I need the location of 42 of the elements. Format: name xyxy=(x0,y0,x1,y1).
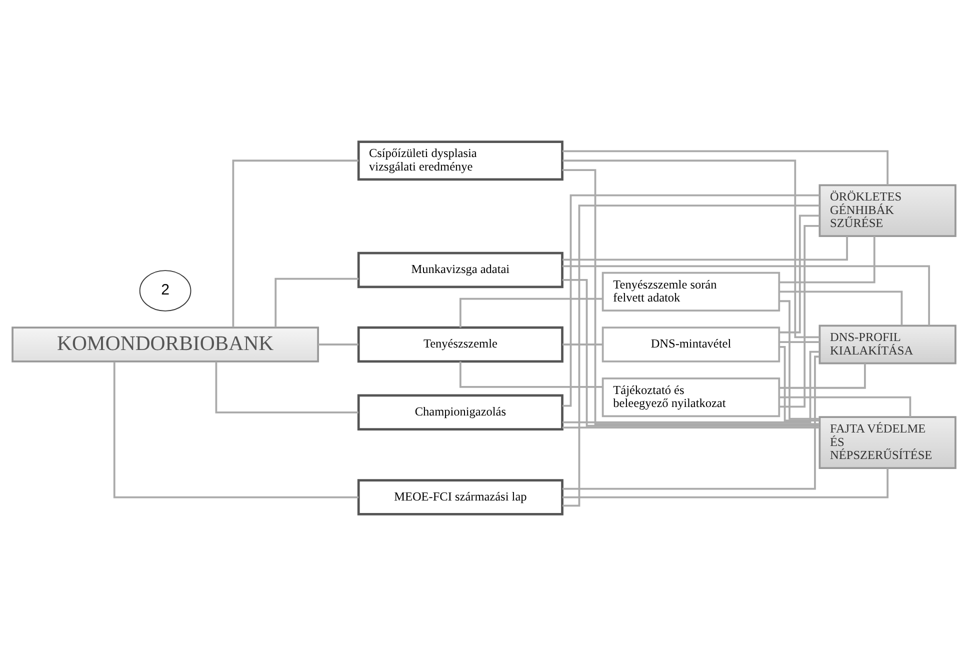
connector xyxy=(562,344,603,346)
connector xyxy=(459,298,602,328)
connector xyxy=(562,194,820,407)
connector xyxy=(562,265,930,326)
connector xyxy=(232,160,358,328)
connector xyxy=(779,363,866,389)
connector xyxy=(562,426,820,429)
node-box: Championigazolás xyxy=(357,394,564,431)
connector xyxy=(562,350,820,424)
node-box: KOMONDORBIOBANK xyxy=(12,326,319,362)
connector xyxy=(562,169,820,426)
connector xyxy=(113,362,358,498)
connector xyxy=(779,290,903,326)
connector xyxy=(562,236,848,261)
node-box: Tájékoztató és beleegyező nyilatkozat xyxy=(602,378,780,418)
connector xyxy=(274,278,359,328)
connector xyxy=(459,362,602,388)
connector xyxy=(562,160,820,338)
connector xyxy=(779,236,876,284)
connector xyxy=(215,362,358,414)
connector xyxy=(562,356,820,490)
connector xyxy=(779,214,820,334)
node-ellipse: 2 xyxy=(139,270,192,312)
node-box: Csípőízületi dysplasia vizsgálati eredménye xyxy=(357,140,564,181)
connector xyxy=(562,278,820,427)
connector xyxy=(779,300,820,420)
node-box: Tenyészszemle xyxy=(357,326,564,363)
connector xyxy=(562,204,820,507)
connector xyxy=(779,224,820,408)
connector xyxy=(779,341,820,344)
node-box: ÖRÖKLETES GÉNHIBÁK SZŰRÉSE xyxy=(818,184,956,237)
connector xyxy=(779,346,820,422)
connector xyxy=(562,150,889,186)
node-box: DNS-PROFIL KIALAKÍTÁSA xyxy=(818,324,956,364)
node-box: Munkavizsga adatai xyxy=(357,252,564,288)
connector xyxy=(318,344,358,346)
connector xyxy=(779,396,912,418)
node-box: Tenyészszemle során felvett adatok xyxy=(602,272,780,312)
connector xyxy=(562,468,889,498)
node-box: DNS-mintavétel xyxy=(602,326,780,362)
node-box: FAJTA VÉDELME ÉS NÉPSZERŰSÍTÉSE xyxy=(818,416,956,469)
node-box: MEOE-FCI származási lap xyxy=(357,479,564,516)
